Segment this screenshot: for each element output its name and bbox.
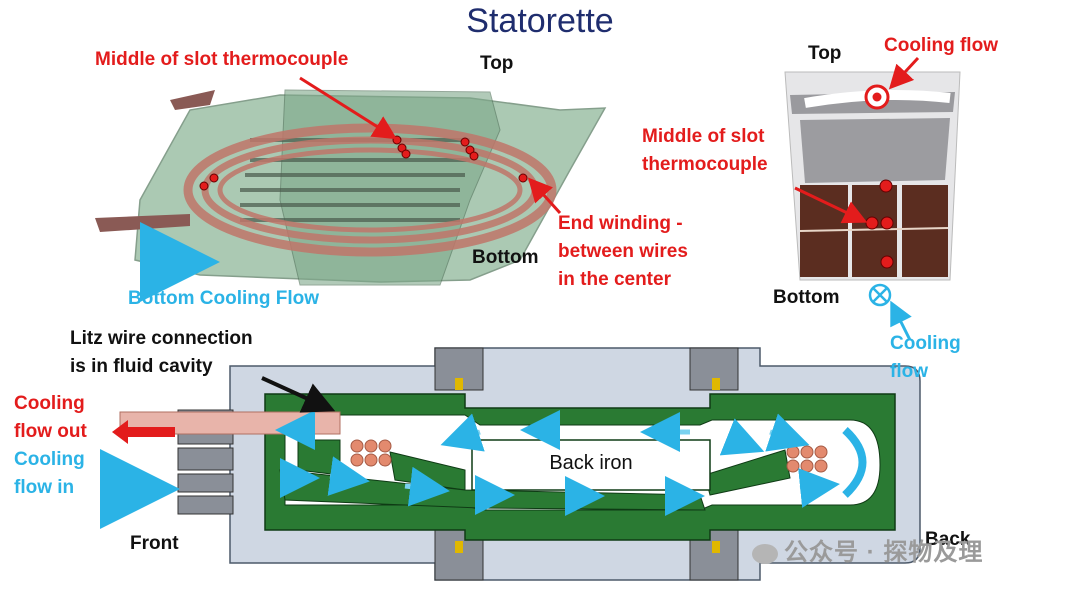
cooling-flow-bottom-line-1: Cooling (890, 333, 961, 354)
label-bottom-cooling-flow: Bottom Cooling Flow (128, 288, 320, 309)
middle-slot-line-2: thermocouple (642, 154, 768, 175)
label-middle-slot-section: Middle of slot thermocouple (642, 123, 768, 179)
end-winding-line-1: End winding - (558, 213, 683, 234)
label-top-3d: Top (480, 53, 514, 74)
middle-slot-line-1: Middle of slot (642, 126, 765, 147)
label-cooling-flow-bottom: Cooling flow (890, 330, 961, 386)
label-bottom-section: Bottom (773, 287, 840, 308)
statorette-3d-view (95, 76, 607, 302)
cooling-in-line-2: flow in (14, 477, 75, 498)
watermark-text: 公众号 · 探物及理 (784, 539, 984, 566)
label-cooling-flow-top: Cooling flow (884, 35, 998, 56)
label-end-winding: End winding - between wires in the cente… (558, 210, 688, 294)
label-back: Back (925, 529, 971, 550)
cooling-out-line-1: Cooling (14, 393, 85, 414)
end-winding-line-2: between wires (558, 241, 688, 262)
cooling-out-line-2: flow out (14, 421, 87, 442)
label-litz-wire: Litz wire connection is in fluid cavity (70, 325, 253, 381)
cooling-flow-bottom-line-2: flow (890, 361, 928, 382)
litz-line-2: is in fluid cavity (70, 356, 213, 377)
cooling-in-line-1: Cooling (14, 449, 85, 470)
label-top-section: Top (808, 43, 842, 64)
label-back-iron: Back iron (549, 452, 633, 474)
label-cooling-flow-out: Cooling flow out (14, 390, 87, 446)
page-title: Statorette (466, 2, 614, 40)
wechat-icon (752, 543, 778, 564)
label-bottom-3d: Bottom (472, 247, 539, 268)
end-winding-line-3: in the center (558, 269, 671, 290)
watermark: 公众号 · 探物及理 (752, 532, 983, 567)
label-cooling-flow-in: Cooling flow in (14, 446, 85, 502)
litz-line-1: Litz wire connection (70, 328, 253, 349)
label-front: Front (130, 533, 179, 554)
longitudinal-section (100, 347, 921, 581)
label-middle-slot-thermocouple: Middle of slot thermocouple (95, 49, 349, 70)
slot-cross-section (784, 56, 961, 341)
